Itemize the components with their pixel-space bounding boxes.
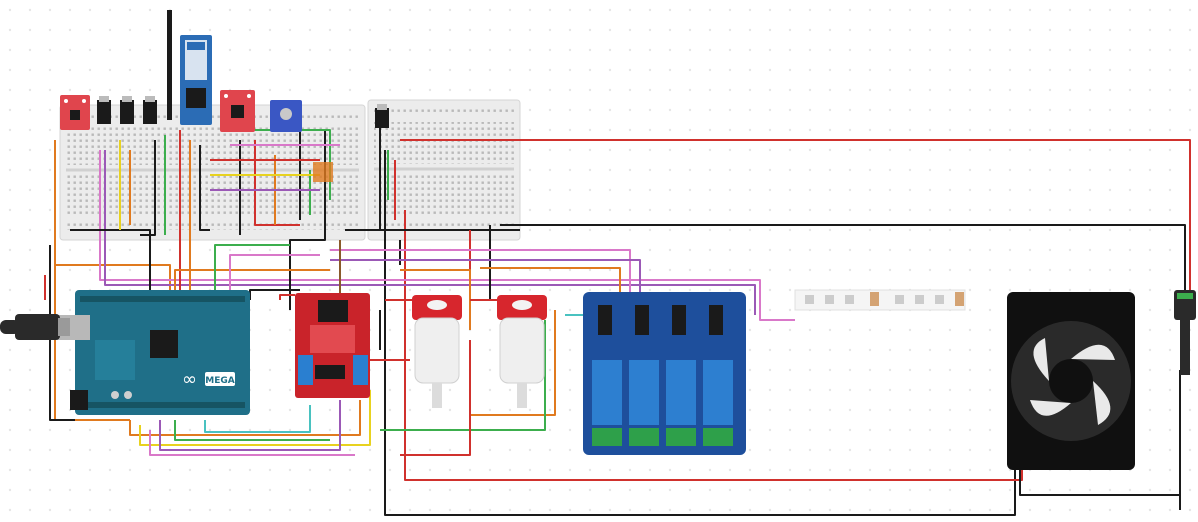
- wire-pink-left: [99, 150, 795, 321]
- sensor-module-red-mid: [220, 90, 255, 132]
- relay-module-icon: [583, 292, 746, 455]
- sensor-module-red-left: [60, 95, 90, 130]
- arduino-mega-board: ∞ MEGA: [55, 290, 250, 415]
- wire-black-upper: [70, 229, 151, 300]
- wire-purple-left: [104, 150, 756, 315]
- usb-cable-icon: [0, 314, 70, 340]
- led-strip-icon: [794, 289, 966, 311]
- wire-black-edge: [49, 245, 75, 421]
- wire-orange-left: [55, 264, 171, 300]
- breadboard-left: [59, 104, 366, 241]
- bluetooth-module-icon: [167, 10, 212, 125]
- cooling-fan-icon: [1007, 292, 1135, 470]
- arduino-label: MEGA: [205, 376, 234, 386]
- dc-power-jack-icon: [1174, 290, 1196, 375]
- resistor-module: [313, 162, 333, 182]
- wire-black-loop: [384, 150, 1016, 516]
- dc-motor-icon-1: [412, 295, 462, 408]
- regulators: [97, 96, 389, 128]
- sensor-module-blue: [270, 100, 302, 132]
- wire-black-main: [500, 224, 1186, 310]
- wires: [44, 120, 1191, 516]
- dc-motor-icon-2: [497, 295, 547, 408]
- wire-red-loop: [404, 210, 1023, 481]
- arduino-logo: ∞: [182, 369, 197, 390]
- breadboard-right: [367, 99, 521, 241]
- wire-red-main: [400, 139, 1191, 300]
- motor-driver-module: [295, 293, 370, 398]
